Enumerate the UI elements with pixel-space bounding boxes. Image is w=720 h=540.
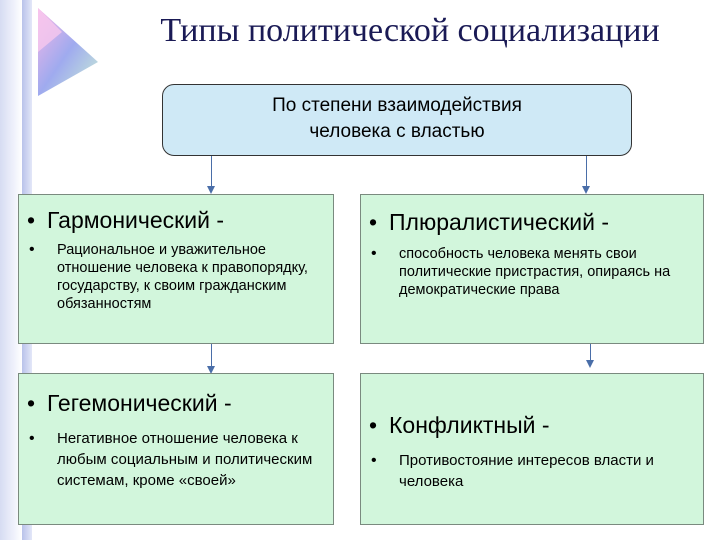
criterion-line-1: По степени взаимодействия [163,93,631,119]
type-name: Гегемонический - [19,388,333,418]
type-card-hegemonic: Гегемонический - Негативное отношение че… [18,373,334,525]
decorative-triangle [0,0,110,110]
arrow-left-head [207,186,215,194]
type-description: Рациональное и уважительное отношение че… [19,241,333,313]
arrow-middle-right-head [586,360,594,368]
arrow-middle-left-shaft [211,344,212,366]
type-card-conflict: Конфликтный - Противостояние интересов в… [360,373,704,525]
criterion-box: По степени взаимодействия человека с вла… [162,84,632,156]
slide-title: Типы политической социализации [110,12,710,50]
type-name: Гармонический - [19,205,333,235]
arrow-right-head [582,186,590,194]
type-description: Негативное отношение человека к любым со… [19,428,333,491]
arrow-left-shaft [211,156,212,186]
arrow-right-shaft [586,156,587,186]
type-description: способность человека менять свои политич… [361,245,703,299]
type-name: Плюралистический - [361,207,703,237]
type-card-harmonic: Гармонический - Рациональное и уважитель… [18,194,334,344]
type-card-pluralistic: Плюралистический - способность человека … [360,194,704,344]
type-name: Конфликтный - [361,410,703,440]
criterion-line-2: человека с властью [163,119,631,145]
type-description: Противостояние интересов власти и челове… [361,450,703,492]
